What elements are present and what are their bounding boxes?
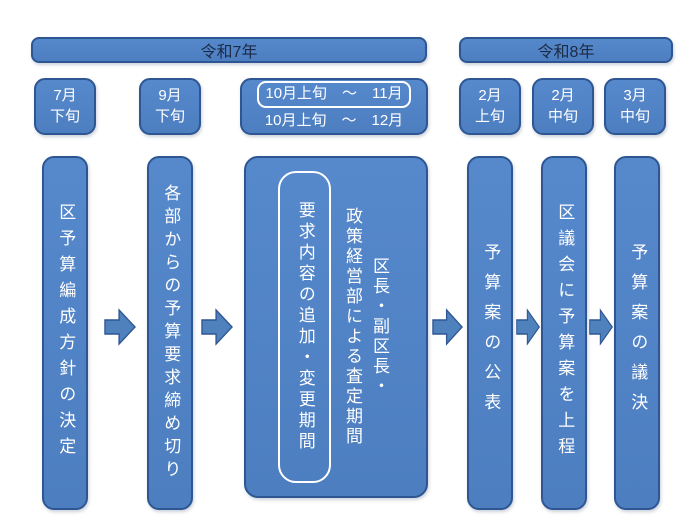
step-label: 予算案の議決	[628, 243, 648, 423]
period-box-february-early: 2月 上旬	[459, 78, 521, 135]
step-label: 各部からの予算要求締め切り	[161, 183, 181, 483]
step-box-assessment-period: 要求内容の追加・変更期間 区長・副区長・ 政策経営部による査定期間	[244, 156, 428, 498]
step-label: 区議会に予算案を上程	[555, 203, 575, 463]
period-label-line: 3月	[623, 87, 647, 105]
period-label-line: 2月	[478, 87, 502, 105]
period-label-line: 下旬	[49, 107, 80, 125]
period-label-line: 中旬	[547, 107, 578, 125]
period-range-oct-dec: 10月上旬 ～ 12月	[264, 111, 404, 129]
period-range-oct-nov: 10月上旬 ～ 11月	[257, 81, 411, 108]
period-box-march-mid: 3月 中旬	[604, 78, 666, 135]
period-label-line: 2月	[551, 87, 575, 105]
period-box-july-late: 7月 下旬	[34, 78, 96, 135]
assessment-label-col-1: 区長・副区長・	[370, 257, 389, 397]
right-arrow-icon	[432, 307, 463, 347]
right-arrow-icon	[516, 307, 540, 347]
period-label-line: 中旬	[619, 107, 650, 125]
right-arrow-icon	[104, 307, 136, 347]
step-box-budget-policy-decision: 区予算編成方針の決定	[42, 156, 88, 510]
step-box-submit-to-assembly: 区議会に予算案を上程	[541, 156, 587, 510]
period-label-line: 下旬	[154, 107, 185, 125]
step-label: 予算案の公表	[481, 243, 501, 423]
assessment-label-col-2: 政策経営部による査定期間	[343, 207, 362, 447]
period-label-line: 7月	[53, 87, 77, 105]
step-box-budget-request-deadline: 各部からの予算要求締め切り	[147, 156, 193, 510]
year-header-reiwa7-label: 令和7年	[200, 44, 258, 61]
period-label-line: 9月	[158, 87, 182, 105]
right-arrow-icon	[589, 307, 613, 347]
year-header-reiwa8-label: 令和8年	[537, 44, 595, 61]
period-label-line: 上旬	[474, 107, 505, 125]
period-box-february-mid: 2月 中旬	[532, 78, 594, 135]
period-box-september-late: 9月 下旬	[139, 78, 201, 135]
step-label: 区予算編成方針の決定	[56, 203, 76, 463]
year-header-reiwa8: 令和8年	[459, 37, 673, 63]
step-box-budget-announcement: 予算案の公表	[467, 156, 513, 510]
right-arrow-icon	[201, 307, 233, 347]
step-box-budget-resolution: 予算案の議決	[614, 156, 660, 510]
request-change-period-label: 要求内容の追加・変更期間	[295, 201, 315, 453]
request-change-period-outline: 要求内容の追加・変更期間	[278, 171, 331, 483]
year-header-reiwa7: 令和7年	[31, 37, 427, 63]
period-box-october-ranges: 10月上旬 ～ 11月 10月上旬 ～ 12月	[240, 78, 428, 135]
